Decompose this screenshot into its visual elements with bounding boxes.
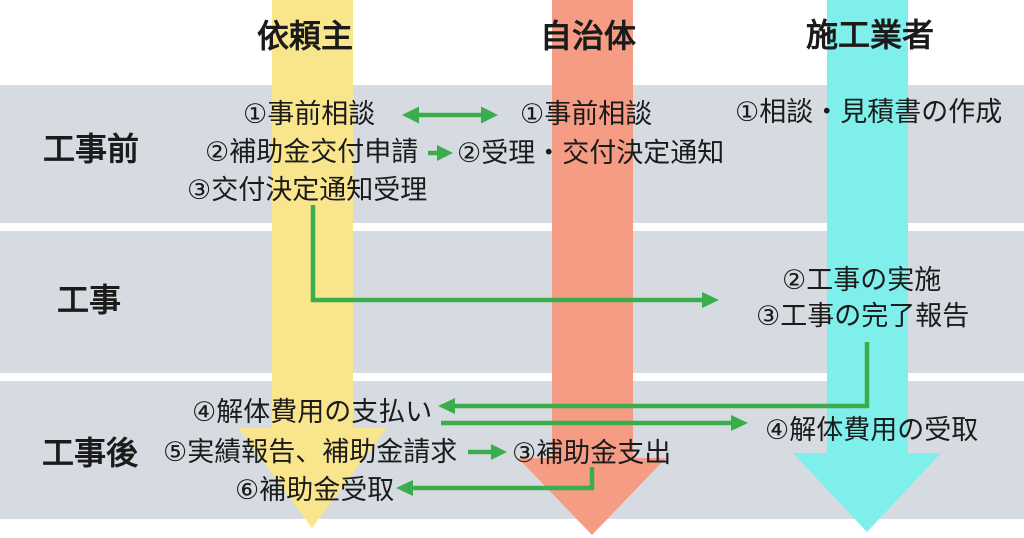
- municipality-step-disburse: ③補助金支出: [512, 438, 672, 468]
- client-step-receive-notice: ③交付決定通知受理: [187, 175, 428, 205]
- connector-subsidy-arrowhead-icon: [396, 480, 413, 496]
- client-step-apply: ②補助金交付申請: [205, 137, 419, 167]
- municipality-flow-arrow: [518, 0, 666, 535]
- municipality-step-accept: ②受理・交付決定通知: [457, 138, 725, 168]
- connector-consult-arrowhead-left-icon: [402, 106, 419, 124]
- client-step-pay-fee: ④解体費用の支払い: [192, 397, 433, 427]
- column-header-client: 依頼主: [257, 18, 354, 54]
- client-step-consult: ①事前相談: [243, 99, 376, 129]
- row-label-post-construction: 工事後: [42, 435, 139, 471]
- connector-completion-arrowhead-icon: [438, 398, 455, 414]
- row-label-construction: 工事: [57, 282, 122, 318]
- column-header-contractor: 施工業者: [806, 17, 935, 53]
- municipality-step-consult: ①事前相談: [520, 99, 653, 129]
- contractor-step-estimate: ①相談・見積書の作成: [735, 97, 1003, 127]
- client-step-report-claim: ⑤実績報告、補助金請求: [163, 437, 458, 467]
- connector-completion-line: [453, 342, 870, 409]
- contractor-step-completion: ③工事の完了報告: [756, 301, 970, 331]
- connector-consult-arrowhead-right-icon: [481, 106, 498, 124]
- row-label-pre-construction: 工事前: [43, 131, 140, 167]
- connector-subsidy-line: [411, 467, 595, 491]
- client-step-receive-subsidy: ⑥補助金受取: [235, 475, 395, 505]
- connector-application-arrowhead-icon: [437, 145, 453, 161]
- contractor-step-do-work: ②工事の実施: [782, 265, 942, 295]
- connector-claim-arrowhead-icon: [491, 444, 507, 460]
- contractor-step-receive-fee: ④解体費用の受取: [765, 415, 979, 445]
- connector-start-work-line: [310, 205, 704, 303]
- connector-start-work-arrowhead-icon: [702, 292, 719, 308]
- column-header-municipality: 自治体: [540, 18, 637, 54]
- connector-payment-arrowhead-icon: [731, 415, 748, 431]
- contractor-flow-arrow: [793, 0, 941, 532]
